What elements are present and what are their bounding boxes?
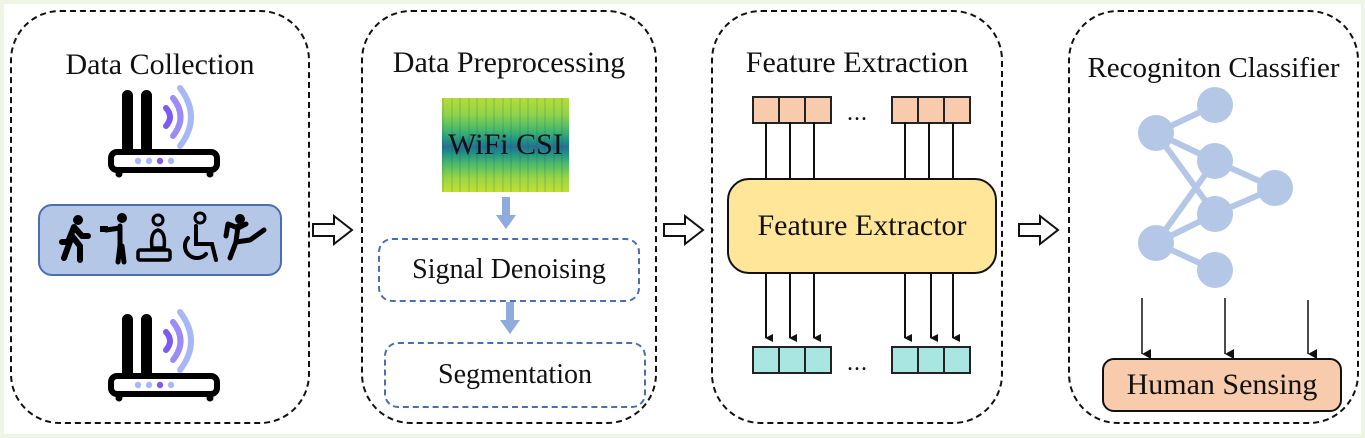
right-arrow-icon <box>663 213 705 247</box>
human-sensing-output: Human Sensing <box>1102 358 1342 412</box>
input-cell <box>917 96 945 124</box>
stage-recognition-classifier: Recogniton Classifier <box>1068 10 1359 424</box>
input-feature-cells-right <box>891 96 971 124</box>
right-arrow-icon <box>312 213 354 247</box>
network-node <box>1257 170 1293 206</box>
network-node <box>1138 115 1174 151</box>
wifi-csi-heatmap: WiFi CSI <box>442 98 569 192</box>
output-cell <box>752 346 780 374</box>
signal-denoising-step: Signal Denoising <box>378 238 640 302</box>
output-feature-cells-right <box>891 346 971 374</box>
activity-icons-box <box>38 204 282 276</box>
output-cell <box>778 346 806 374</box>
diagram-canvas: Data Collection <box>4 4 1361 434</box>
stage-data-preprocessing: Data Preprocessing WiFi CSI Signal Denoi… <box>361 10 657 424</box>
pointing-person-icon <box>100 213 127 265</box>
kicking-person-icon <box>223 214 267 261</box>
network-node <box>1197 87 1233 123</box>
network-node <box>1197 143 1233 179</box>
stage-title: Feature Extraction <box>745 46 969 79</box>
walking-person-icon <box>59 215 91 263</box>
output-arrows <box>765 274 960 342</box>
wheelchair-person-icon <box>182 211 218 262</box>
down-arrow-icon <box>500 302 520 334</box>
right-arrow-icon <box>1018 213 1060 247</box>
sitting-person-icon <box>136 213 172 262</box>
wifi-router-icon <box>108 309 220 402</box>
csi-label: WiFi CSI <box>448 128 563 161</box>
network-node <box>1197 196 1233 232</box>
activity-icons <box>59 211 267 265</box>
flow-arrows <box>312 213 1060 247</box>
network-node <box>1138 225 1174 261</box>
network-node <box>1197 252 1233 288</box>
down-arrow-icon <box>496 197 516 229</box>
input-cell <box>752 96 780 124</box>
neural-network-icon <box>1138 87 1317 359</box>
output-cell <box>917 346 945 374</box>
input-cell <box>778 96 806 124</box>
wifi-router-icon <box>108 85 220 178</box>
ellipsis: ... <box>847 100 868 126</box>
ellipsis: ... <box>847 350 868 376</box>
input-connector-lines <box>765 122 954 180</box>
output-feature-cells-left <box>752 346 832 374</box>
output-cell <box>943 346 971 374</box>
input-cell <box>804 96 832 124</box>
input-cell <box>943 96 971 124</box>
segmentation-step: Segmentation <box>384 342 646 408</box>
input-feature-cells-left <box>752 96 832 124</box>
output-cell <box>891 346 919 374</box>
output-cell <box>804 346 832 374</box>
stage-data-collection: Data Collection <box>10 10 310 424</box>
stage-title: Recogniton Classifier <box>1087 52 1340 84</box>
stage-feature-extraction: Feature Extraction ... Feature Extractor <box>711 10 1003 424</box>
feature-extractor-block: Feature Extractor <box>727 178 997 274</box>
stage-title: Data Collection <box>65 48 255 81</box>
stage-title: Data Preprocessing <box>392 46 626 79</box>
